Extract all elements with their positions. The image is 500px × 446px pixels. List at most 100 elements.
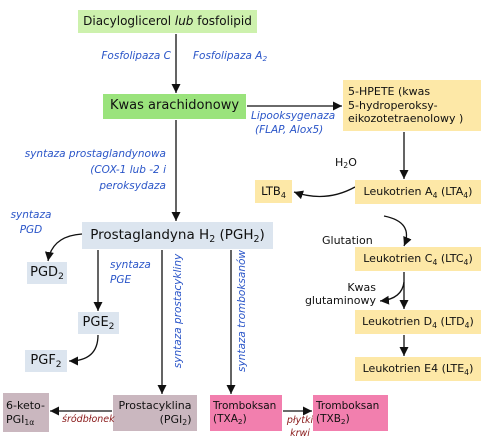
endothelium-label: śródbłonek [62, 414, 115, 425]
subscript: 2 [209, 234, 216, 246]
node-label-line: Prostacyklina [118, 399, 192, 413]
node-label-text: PGF [30, 352, 56, 368]
node-label: Tromboksan(TXB2) [316, 400, 379, 426]
platelets-label: płytki krwi [282, 414, 318, 440]
node-label: Leukotrien A4 (LTA4) [364, 185, 473, 199]
subscript: 1α [24, 417, 35, 427]
subscript: 4 [464, 320, 470, 330]
node-label: LTB4 [261, 184, 286, 200]
label-text: Fosfolipaza A [193, 50, 263, 62]
lipoxygenase-label: Lipooksygenaza(FLAP, Alox5) [251, 109, 335, 137]
subscript: 2 [253, 234, 260, 246]
label-line: Lipooksygenaza [251, 110, 336, 122]
node-label-line: 5-HPETE (kwas [348, 84, 431, 98]
prostaglandin-h2-node: Prostaglandyna H2 (PGH2) [82, 222, 273, 249]
subscript: 4 [463, 257, 469, 267]
label-text: O [348, 156, 357, 169]
subscript: 4 [464, 367, 470, 377]
thromboxane-synthase-label: syntaza tromboksanów [236, 250, 248, 373]
node-label-text: (LTD [437, 315, 465, 329]
node-label: 6-keto-PGI1α [6, 399, 45, 427]
node-label: Diacyloglicerol lub fosfolipid [83, 14, 252, 29]
pge2-node: PGE2 [78, 312, 119, 334]
arrow-pgh2-to-pgd2 [44, 233, 83, 262]
subscript: 2 [343, 161, 349, 171]
node-label-text: ) [468, 185, 473, 199]
node-label: PGD2 [30, 264, 64, 282]
subscript: 4 [432, 320, 438, 330]
subscript: 2 [340, 417, 346, 427]
node-label-text: Diacyloglicerol [83, 14, 175, 28]
thromboxane-b2-node: Tromboksan(TXB2) [313, 395, 388, 431]
ltb4-node: LTB4 [255, 180, 292, 203]
prostacyclin-node: Prostacyklina(PGI2) [113, 395, 197, 431]
subscript: 4 [432, 257, 438, 267]
node-label-text: ) [469, 315, 474, 329]
node-label: Kwas arachidonowy [109, 98, 240, 114]
node-label: Leukotrien E4 (LTE4) [363, 362, 474, 376]
node-label: Prostaglandyna H2 (PGH2) [90, 227, 265, 246]
label-line: peroksydaza [99, 180, 166, 192]
leukotriene-d4-node: Leukotrien D4 (LTD4) [355, 310, 481, 334]
node-label-text: Prostaglandyna H [90, 227, 210, 244]
node-label-text: (PGI [159, 413, 183, 426]
node-label-text: PGE [82, 314, 109, 330]
node-label-text: LTB [261, 184, 281, 199]
node-label-text: Leukotrien C [363, 252, 433, 266]
phospholipase-c-label: Fosfolipaza C [101, 50, 171, 62]
node-label-text: PGD [30, 264, 59, 280]
node-label-text: ) [469, 362, 474, 376]
label-text: H [335, 156, 344, 169]
thromboxane-a2-node: Tromboksan(TXA2) [210, 395, 282, 431]
subscript: 2 [55, 359, 62, 370]
node-label-line: (TXB2) [316, 413, 379, 426]
subscript: 4 [463, 190, 469, 200]
node-label-text: ) [259, 227, 265, 244]
node-label: Tromboksan(TXA2) [213, 400, 276, 426]
node-label-text: (LTA [437, 185, 464, 199]
node-label-line: 5-hydroperoksy- [348, 98, 438, 112]
node-label-text: ) [242, 413, 247, 425]
node-label-text: ) [345, 413, 350, 425]
subscript: 2 [58, 271, 64, 282]
node-label: PGF2 [30, 352, 62, 370]
subscript: 4 [280, 190, 286, 200]
arrow-lta4-to-ltc4 [383, 215, 412, 247]
node-label-text: (PGH [215, 227, 254, 244]
node-label-italic: lub [174, 14, 194, 28]
leukotriene-c4-node: Leukotrien C4 (LTC4) [355, 247, 481, 271]
arrow-pge2-to-pgf2 [68, 334, 99, 366]
node-label-line: 6-keto- [6, 398, 45, 412]
label-line: PGD [19, 224, 43, 236]
pgd2-node: PGD2 [27, 262, 67, 284]
label-line: krwi [290, 428, 310, 439]
arrow-ltc4-to-glutamic-acid [379, 281, 405, 305]
pgf2-node: PGF2 [25, 350, 67, 372]
subscript: 2 [108, 321, 115, 332]
node-label-line: eikozotetraenolowy ) [348, 112, 464, 126]
node-label-line: PGI1α [6, 413, 45, 427]
label-line: syntaza [10, 209, 52, 221]
water-label: H2O [335, 156, 357, 170]
label-line: PGE [110, 274, 132, 286]
label-line: płytki [286, 415, 314, 426]
subscript: 4 [432, 190, 438, 200]
subscript: 2 [182, 418, 188, 428]
node-label-line: Tromboksan [213, 399, 277, 412]
arachidonic-acid-node: Kwas arachidonowy [103, 94, 246, 119]
diacylglycerol-or-phospholipid-node: Diacyloglicerol lub fosfolipid [78, 10, 257, 33]
node-label-text: fosfolipid [193, 14, 252, 28]
node-label: Leukotrien C4 (LTC4) [363, 252, 472, 266]
node-label-line: (TXA2) [213, 413, 276, 426]
label-line: syntaza prostaglandynowa [24, 148, 166, 160]
node-label-text: (TXA [213, 413, 238, 425]
phospholipase-a2-label: Fosfolipaza A2 [193, 49, 267, 64]
node-label-text: PGI [6, 412, 25, 426]
node-label-text: Leukotrien D [362, 315, 433, 329]
